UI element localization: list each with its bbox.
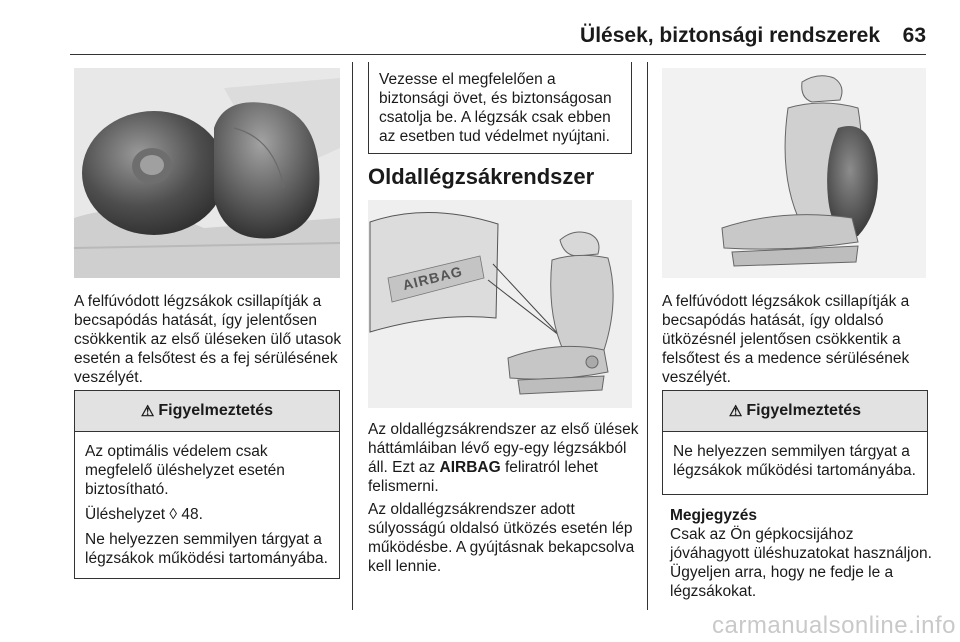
warning-paragraph-link[interactable]: Üléshelyzet ◊ 48.: [85, 506, 203, 523]
note-block: Megjegyzés Csak az Ön gépkocsijához jóvá…: [670, 506, 932, 601]
warning-title: Figyelmeztetés: [158, 402, 274, 419]
side-airbag-description: Az oldallégzsákrendszer az első ülések h…: [368, 421, 639, 495]
warning-paragraph: Az optimális védelem csak megfelelő ülés…: [85, 443, 285, 498]
warning-triangle-icon: ⚠: [140, 403, 155, 420]
watermark: carmanualsonline.info: [712, 612, 956, 639]
warning-paragraph: Ne helyezzen semmilyen tárgyat a légzsák…: [673, 443, 916, 479]
warning-title: Figyelmeztetés: [746, 402, 862, 419]
seatbelt-notice-text: Vezesse el megfelelően a biztonsági övet…: [379, 71, 612, 145]
page-number: 63: [902, 24, 926, 47]
warning-box: ⚠ Figyelmeztetés Az optimális védelem cs…: [74, 390, 340, 579]
header-rule: [70, 54, 926, 55]
warning-body: Az optimális védelem csak megfelelő ülés…: [75, 432, 339, 582]
note-title: Megjegyzés: [670, 507, 758, 524]
note-text: Csak az Ön gépkocsijához jóváhagyott ülé…: [670, 526, 932, 600]
airbag-inline-label: AIRBAG: [439, 459, 501, 476]
figure-caption-front-airbags: A felfúvódott légzsákok csillapítják a b…: [74, 293, 342, 386]
warning-triangle-icon: ⚠: [728, 403, 743, 420]
warning-body: Ne helyezzen semmilyen tárgyat a légzsák…: [663, 432, 927, 494]
warning-header: ⚠ Figyelmeztetés: [663, 390, 927, 432]
side-airbag-heading: Oldallégzsákrendszer: [368, 164, 595, 189]
column-divider: [647, 62, 648, 610]
side-airbag-activation: Az oldallégzsákrendszer adott súlyosságú…: [368, 501, 635, 575]
front-airbags-illustration: [74, 68, 340, 278]
seatbelt-notice-box: Vezesse el megfelelően a biztonsági övet…: [368, 62, 632, 154]
figure-caption-side-airbag: A felfúvódott légzsákok csillapítják a b…: [662, 293, 910, 386]
column-divider: [352, 62, 353, 610]
side-airbag-seat-illustration: AIRBAG: [368, 200, 632, 408]
side-airbag-deployed-illustration: [662, 68, 926, 278]
warning-box: ⚠ Figyelmeztetés Ne helyezzen semmilyen …: [662, 390, 928, 495]
section-title: Ülések, biztonsági rendszerek: [580, 24, 880, 47]
warning-paragraph: Ne helyezzen semmilyen tárgyat a légzsák…: [85, 531, 328, 567]
warning-header: ⚠ Figyelmeztetés: [75, 390, 339, 432]
